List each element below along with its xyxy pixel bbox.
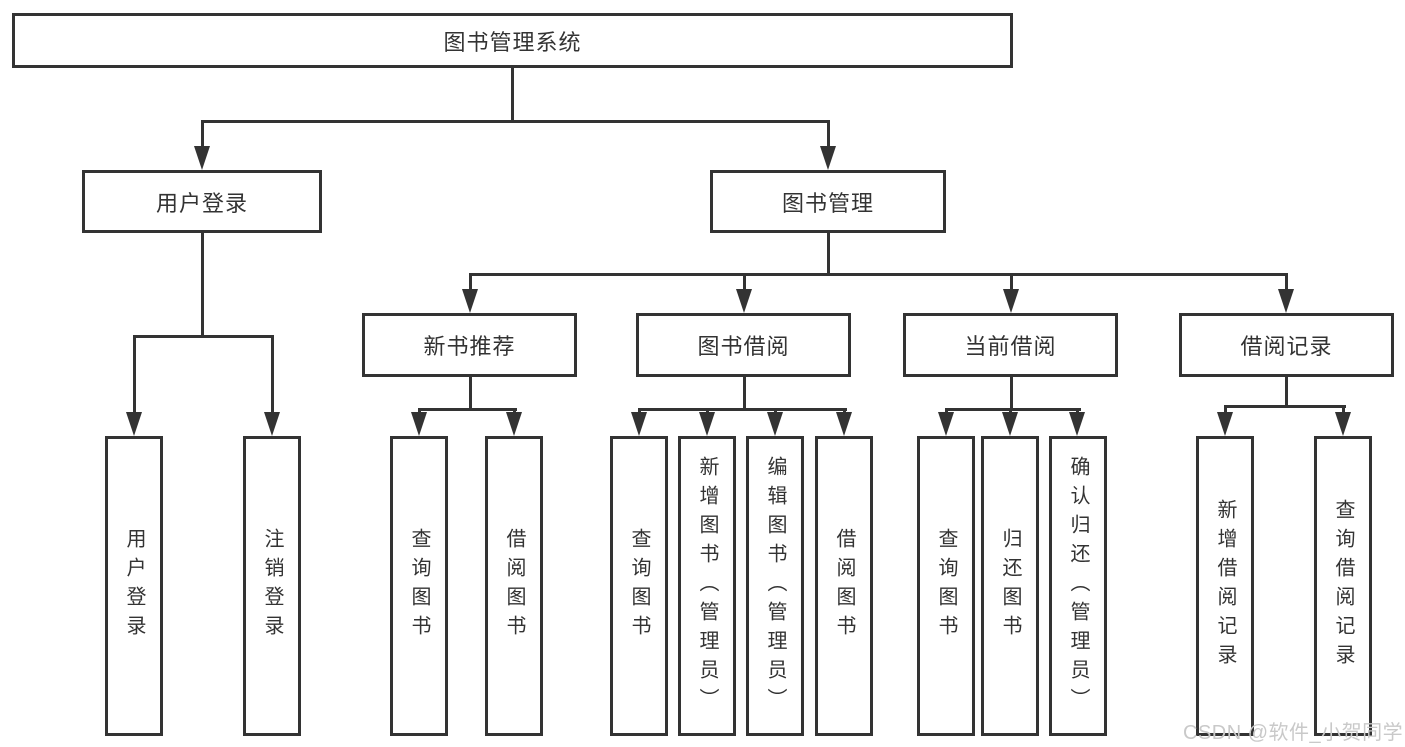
arrowhead-down — [264, 412, 280, 436]
connector-line — [133, 335, 136, 427]
leaf-query-borrow-record: 查询借阅记录 — [1314, 436, 1372, 736]
arrowhead-down — [820, 146, 836, 170]
connector-line — [201, 120, 830, 123]
leaf-query-books-current: 查询图书 — [917, 436, 975, 736]
leaf-return-book: 归还图书 — [981, 436, 1039, 736]
connector-line — [827, 120, 830, 152]
leaf-query-books-borrow: 查询图书 — [610, 436, 668, 736]
connector-line — [638, 408, 847, 411]
node-borrow-records: 借阅记录 — [1179, 313, 1394, 377]
arrowhead-down — [1278, 289, 1294, 313]
arrowhead-down — [1002, 412, 1018, 436]
arrowhead-down — [767, 412, 783, 436]
leaf-logout: 注销登录 — [243, 436, 301, 736]
connector-line — [271, 335, 274, 427]
watermark: CSDN @软件_小贺同学 — [1183, 722, 1404, 744]
node-root: 图书管理系统 — [12, 13, 1013, 68]
connector-line — [743, 273, 746, 295]
arrowhead-down — [699, 412, 715, 436]
leaf-edit-book-admin: 编辑图书（管理员） — [746, 436, 804, 736]
leaf-user-login: 用户登录 — [105, 436, 163, 736]
arrowhead-down — [126, 412, 142, 436]
connector-line — [469, 273, 472, 295]
node-new-book-recommend: 新书推荐 — [362, 313, 577, 377]
arrowhead-down — [631, 412, 647, 436]
arrowhead-down — [194, 146, 210, 170]
arrowhead-down — [1003, 289, 1019, 313]
leaf-confirm-return-admin: 确认归还（管理员） — [1049, 436, 1107, 736]
leaf-borrow-books-recommend: 借阅图书 — [485, 436, 543, 736]
node-current-borrow: 当前借阅 — [903, 313, 1118, 377]
connector-line — [418, 408, 517, 411]
connector-line — [201, 120, 204, 152]
arrowhead-down — [1335, 412, 1351, 436]
connector-line — [469, 375, 472, 411]
arrowhead-down — [1217, 412, 1233, 436]
leaf-add-book-admin: 新增图书（管理员） — [678, 436, 736, 736]
arrowhead-down — [506, 412, 522, 436]
connector-line — [469, 273, 1288, 276]
connector-line — [1285, 375, 1288, 408]
connector-line — [743, 375, 746, 411]
arrowhead-down — [1069, 412, 1085, 436]
arrowhead-down — [836, 412, 852, 436]
connector-line — [201, 231, 204, 338]
connector-line — [1010, 273, 1013, 295]
node-book-management: 图书管理 — [710, 170, 946, 233]
leaf-query-books-recommend: 查询图书 — [390, 436, 448, 736]
leaf-add-borrow-record: 新增借阅记录 — [1196, 436, 1254, 736]
connector-line — [945, 408, 1081, 411]
connector-line — [827, 231, 830, 276]
arrowhead-down — [462, 289, 478, 313]
connector-line — [1285, 273, 1288, 295]
connector-line — [511, 66, 514, 122]
node-book-borrow: 图书借阅 — [636, 313, 851, 377]
connector-line — [133, 335, 274, 338]
leaf-borrow-books: 借阅图书 — [815, 436, 873, 736]
arrowhead-down — [736, 289, 752, 313]
connector-line — [1224, 405, 1346, 408]
arrowhead-down — [411, 412, 427, 436]
arrowhead-down — [938, 412, 954, 436]
node-user-login: 用户登录 — [82, 170, 322, 233]
connector-line — [1010, 375, 1013, 411]
